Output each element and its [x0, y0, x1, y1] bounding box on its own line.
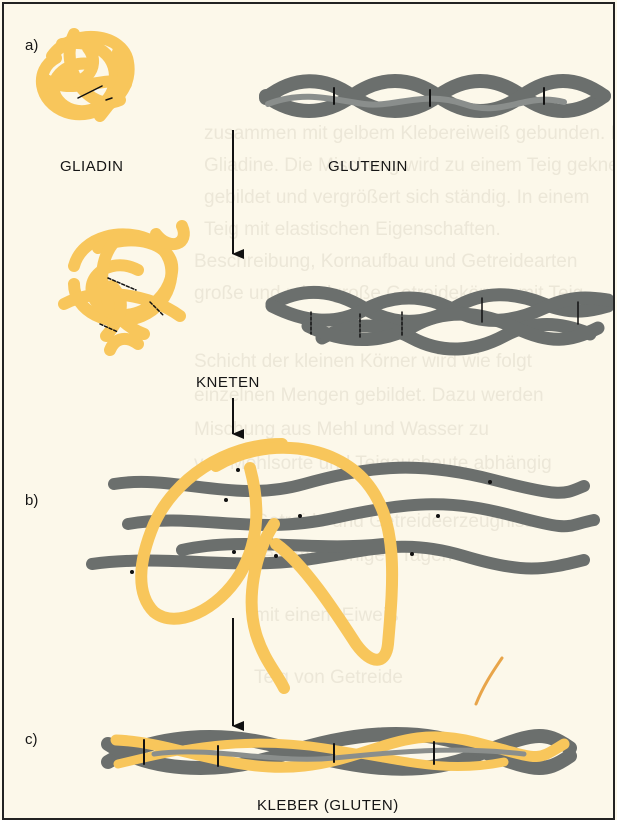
glutenin-strands-kneaded [272, 292, 608, 349]
gluten-result-label: KLEBER (GLUTEN) [257, 797, 399, 814]
section-label-b: b) [25, 492, 38, 509]
glutenin-network [92, 468, 594, 569]
gliadin-coil-kneaded [64, 226, 184, 350]
kneading-label: KNETEN [196, 374, 260, 391]
gluten-braid [108, 734, 570, 769]
gluten-formation-illustration [4, 4, 613, 818]
gliadin-coil [42, 34, 129, 116]
glutenin-strand [266, 81, 604, 111]
glutenin-label: GLUTENIN [328, 158, 408, 175]
section-label-a: a) [25, 37, 38, 54]
section-label-c: c) [25, 731, 38, 748]
gliadin-label: GLIADIN [60, 158, 124, 175]
stray-fiber [476, 658, 502, 704]
